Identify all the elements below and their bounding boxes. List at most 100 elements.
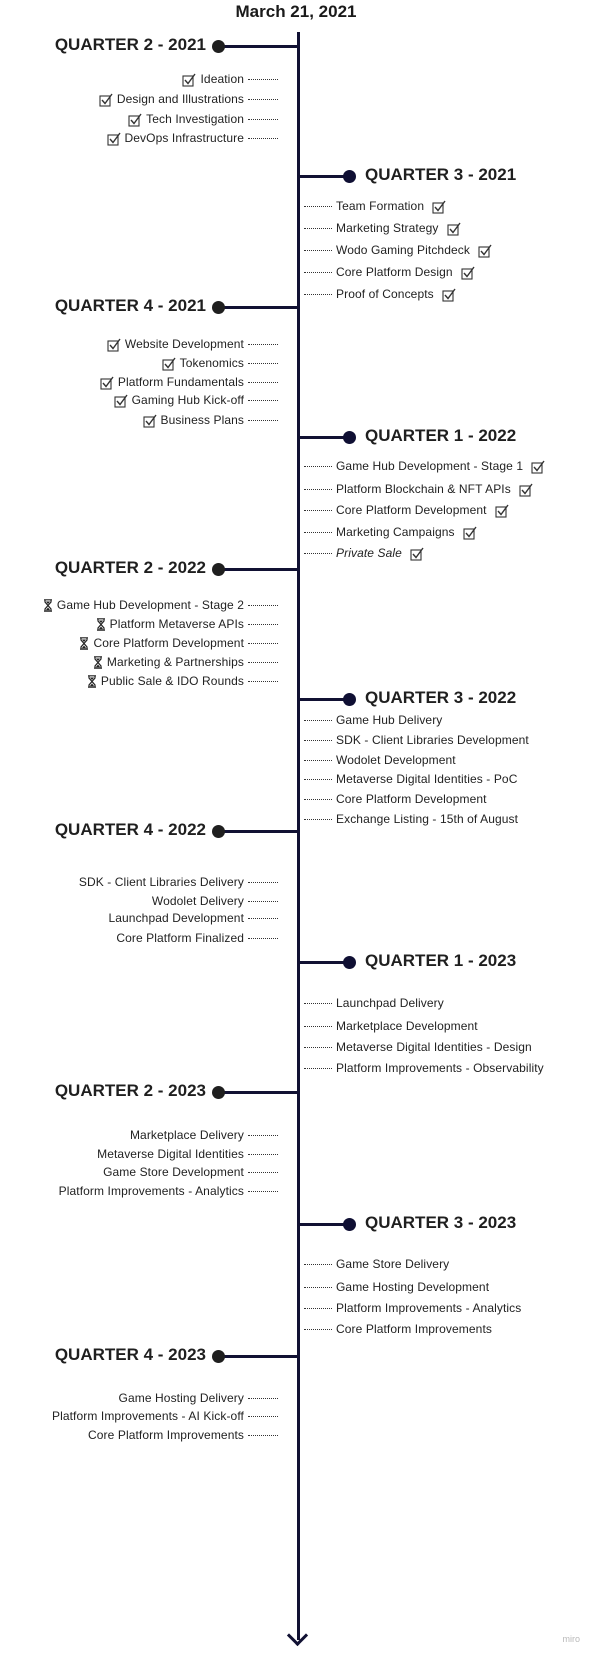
roadmap-item: Platform Blockchain & NFT APIs <box>336 481 533 497</box>
roadmap-item: Core Platform Improvements <box>88 1427 244 1443</box>
roadmap-item: Ideation <box>182 71 244 87</box>
roadmap-item-label: Tokenomics <box>179 356 244 370</box>
roadmap-item-label: Platform Blockchain & NFT APIs <box>336 482 511 496</box>
dotted-leader <box>248 624 278 625</box>
dotted-leader <box>248 99 278 100</box>
checkbox-checked-icon <box>99 93 113 107</box>
roadmap-item: Design and Illustrations <box>99 91 244 107</box>
roadmap-item-label: Tech Investigation <box>146 112 244 126</box>
roadmap-item-label: Metaverse Digital Identities <box>97 1147 244 1161</box>
roadmap-item: Tokenomics <box>162 355 244 371</box>
roadmap-item-label: Business Plans <box>160 413 244 427</box>
roadmap-item-label: SDK - Client Libraries Development <box>336 733 529 747</box>
dotted-leader <box>304 532 332 533</box>
dotted-leader <box>304 228 332 229</box>
checkbox-checked-icon <box>432 200 446 214</box>
dotted-leader <box>248 363 278 364</box>
hourglass-icon <box>87 675 96 689</box>
dotted-leader <box>304 1287 332 1288</box>
roadmap-item: Wodolet Delivery <box>152 893 244 909</box>
timeline-arrow-icon <box>286 1624 309 1647</box>
roadmap-item: SDK - Client Libraries Delivery <box>79 874 244 890</box>
watermark: miro <box>562 1634 581 1644</box>
roadmap-item-label: Game Hosting Development <box>336 1280 490 1294</box>
dotted-leader <box>248 79 278 80</box>
quarter-title: QUARTER 2 - 2023 <box>54 1081 206 1100</box>
roadmap-item: Metaverse Digital Identities - PoC <box>336 771 517 787</box>
checkbox-checked-icon <box>461 266 475 280</box>
roadmap-item-label: Wodo Gaming Pitchdeck <box>336 243 470 257</box>
roadmap-item: Exchange Listing - 15th of August <box>336 811 518 827</box>
quarter-title: QUARTER 1 - 2023 <box>365 951 517 970</box>
roadmap-item-label: Game Hosting Delivery <box>118 1391 244 1405</box>
dotted-leader <box>304 1264 332 1265</box>
roadmap-item-label: Platform Improvements - Observability <box>336 1061 544 1075</box>
roadmap-item-label: Core Platform Improvements <box>88 1428 244 1442</box>
roadmap-item: Launchpad Development <box>108 910 244 926</box>
roadmap-item: Game Hosting Delivery <box>119 1390 244 1406</box>
roadmap-item: Marketing & Partnerships <box>93 654 244 670</box>
checkbox-checked-icon <box>142 414 157 428</box>
roadmap-item: Private Sale <box>336 545 424 561</box>
quarter-connector <box>218 830 298 833</box>
roadmap-item: Core Platform Development <box>336 502 509 518</box>
roadmap-item-label: Wodolet Development <box>336 753 456 767</box>
roadmap-item-label: Core Platform Development <box>93 636 244 650</box>
checkbox-checked-icon <box>114 394 128 408</box>
quarter-title: QUARTER 1 - 2022 <box>365 426 517 445</box>
roadmap-item-label: Marketplace Development <box>336 1019 478 1033</box>
roadmap-item-label: Game Store Development <box>103 1165 244 1179</box>
roadmap-item-label: Exchange Listing - 15th of August <box>336 812 519 826</box>
roadmap-item-label: Wodolet Delivery <box>151 894 244 908</box>
dotted-leader <box>304 272 332 273</box>
roadmap-item-label: Core Platform Development <box>336 792 487 806</box>
roadmap-item-label: Marketplace Delivery <box>129 1128 244 1142</box>
roadmap-item-label: Platform Improvements - Analytics <box>58 1184 244 1198</box>
dotted-leader <box>304 294 332 295</box>
quarter-title: QUARTER 2 - 2022 <box>54 558 206 577</box>
roadmap-item: Core Platform Finalized <box>116 930 244 946</box>
roadmap-item: Wodolet Development <box>336 752 456 768</box>
dotted-leader <box>304 1068 332 1069</box>
dotted-leader <box>304 466 332 467</box>
roadmap-item: Team Formation <box>336 198 446 214</box>
quarter-title: QUARTER 4 - 2023 <box>54 1345 206 1364</box>
roadmap-item-label: Public Sale & IDO Rounds <box>100 674 244 688</box>
quarter-marker-dot <box>343 956 356 969</box>
dotted-leader <box>304 1329 332 1330</box>
quarter-marker-dot <box>343 431 356 444</box>
checkbox-checked-icon <box>442 288 456 302</box>
roadmap-item-label: Metaverse Digital Identities - PoC <box>336 772 518 786</box>
roadmap-item: Gaming Hub Kick-off <box>114 392 244 408</box>
roadmap-item-label: Core Platform Design <box>336 265 453 279</box>
checkbox-checked-icon <box>519 483 533 497</box>
dotted-leader <box>248 1154 278 1155</box>
checkbox-checked-icon <box>446 222 461 236</box>
hourglass-icon <box>80 637 89 651</box>
quarter-title: QUARTER 3 - 2022 <box>365 688 517 707</box>
roadmap-item-label: Core Platform Finalized <box>116 931 244 945</box>
dotted-leader <box>248 1135 278 1136</box>
checkbox-checked-icon <box>495 504 509 518</box>
roadmap-item-label: Platform Metaverse APIs <box>109 617 244 631</box>
hourglass-icon <box>43 599 52 613</box>
roadmap-date: March 21, 2021 <box>235 2 357 21</box>
roadmap-item-label: Website Development <box>124 337 244 351</box>
checkbox-checked-icon <box>128 113 142 127</box>
roadmap-item-label: Marketing & Partnerships <box>106 655 244 669</box>
dotted-leader <box>304 740 332 741</box>
roadmap-item: Public Sale & IDO Rounds <box>87 673 244 689</box>
dotted-leader <box>248 918 278 919</box>
roadmap-item: Core Platform Development <box>79 635 244 651</box>
roadmap-item: Wodo Gaming Pitchdeck <box>336 242 492 258</box>
hourglass-icon <box>93 656 102 670</box>
roadmap-item: Marketplace Delivery <box>130 1127 244 1143</box>
roadmap-item-label: Launchpad Development <box>108 911 244 925</box>
roadmap-item: Game Hub Development - Stage 2 <box>43 597 244 613</box>
roadmap-item-label: Game Hub Delivery <box>336 713 443 727</box>
quarter-marker-dot <box>212 563 225 576</box>
dotted-leader <box>304 720 332 721</box>
roadmap-item-label: DevOps Infrastructure <box>124 131 244 145</box>
roadmap-item: Marketing Strategy <box>336 220 461 236</box>
